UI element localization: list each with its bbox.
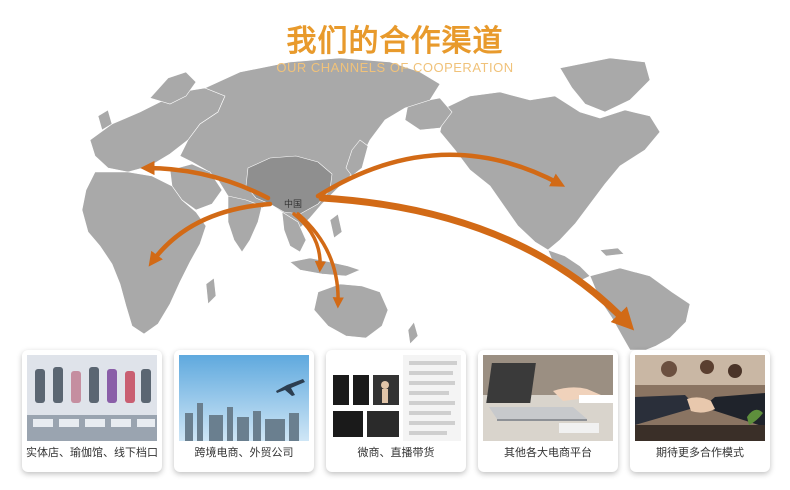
world-map: 中国 <box>81 57 691 350</box>
channel-cards: 实体店、瑜伽馆、线下档口 跨境电商、外贸公司 <box>22 350 772 476</box>
page-title: 我们的合作渠道 <box>286 24 504 59</box>
alaska-shape <box>404 97 453 131</box>
australia-shape <box>313 283 389 339</box>
channel-card: 期待更多合作模式 <box>630 350 770 472</box>
north-america-shape <box>439 91 661 251</box>
arrow-to-southeast-asia <box>292 212 327 273</box>
airplane-icon <box>276 379 305 396</box>
channel-label: 跨境电商、外贸公司 <box>194 446 294 459</box>
laptop-photo <box>483 355 613 441</box>
arrow-to-europe <box>140 160 271 201</box>
africa-shape <box>81 171 207 335</box>
philippines-shape <box>329 213 343 239</box>
caribbean-shape <box>599 247 625 257</box>
arrow-to-australia <box>296 212 344 309</box>
indonesia-shape <box>289 257 361 277</box>
channel-card: 微商、直播带货 <box>326 350 466 472</box>
origin-label: 中国 <box>284 198 302 210</box>
arrow-to-north-america <box>315 152 566 199</box>
channel-label: 其他各大电商平台 <box>504 446 592 459</box>
channel-card: 跨境电商、外贸公司 <box>174 350 314 472</box>
channel-label: 期待更多合作模式 <box>656 446 744 459</box>
japan-shape <box>345 139 369 177</box>
uk-shape <box>97 109 113 131</box>
arrow-to-africa <box>148 201 273 267</box>
southeast-asia-shape <box>281 211 307 253</box>
livestream-photo <box>331 355 461 441</box>
channel-card: 其他各大电商平台 <box>478 350 618 472</box>
scandinavia-shape <box>149 71 197 105</box>
yoga-store-photo <box>27 355 157 441</box>
channel-label: 实体店、瑜伽馆、线下档口 <box>26 446 158 459</box>
channel-card: 实体店、瑜伽馆、线下档口 <box>22 350 162 472</box>
madagascar-shape <box>205 277 217 305</box>
handshake-photo <box>635 355 765 441</box>
new-zealand-shape <box>407 321 419 345</box>
cross-border-photo <box>179 355 309 441</box>
south-america-shape <box>589 267 691 350</box>
greenland-shape <box>559 57 651 113</box>
channel-label: 微商、直播带货 <box>357 446 435 459</box>
arrow-to-south-america <box>318 194 635 331</box>
page-subtitle: OUR CHANNELS OF COOPERATION <box>276 60 514 75</box>
